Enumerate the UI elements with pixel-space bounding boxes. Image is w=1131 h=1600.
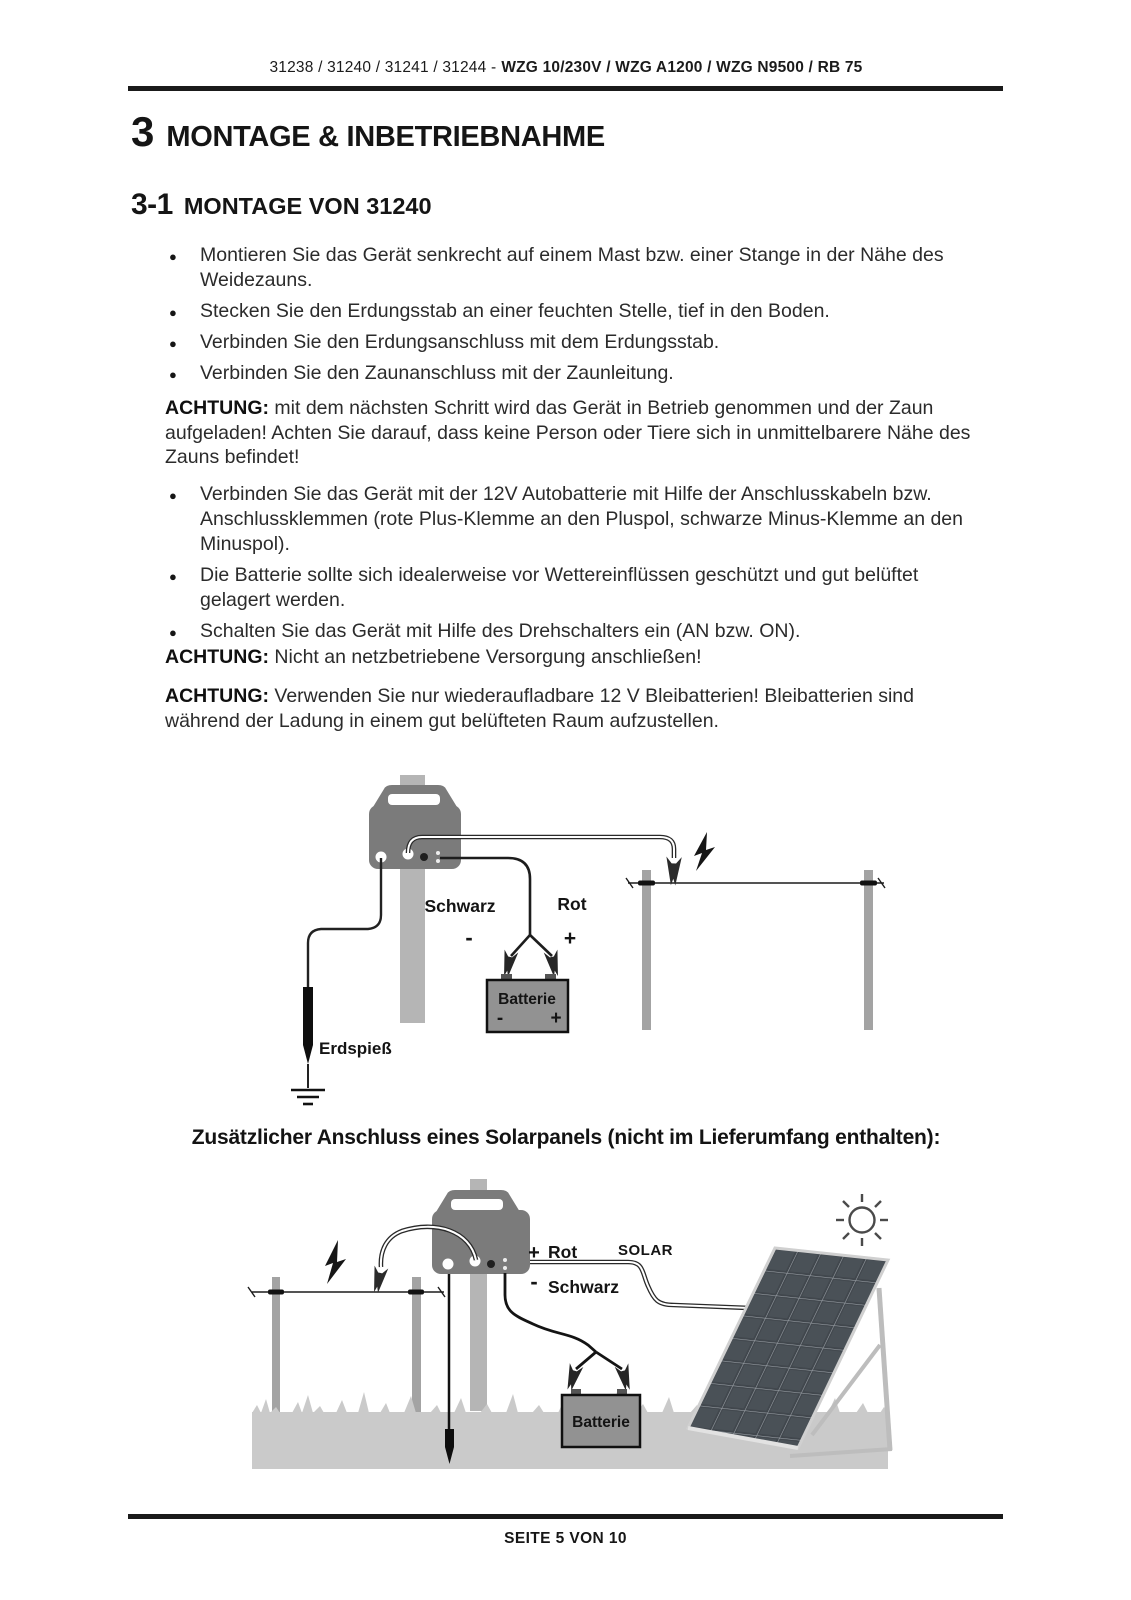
- list-item: ● Die Batterie sollte sich idealerweise v…: [165, 563, 970, 613]
- bullet-icon: ●: [169, 336, 177, 351]
- battery-wire: [440, 856, 553, 957]
- battery-clamp-icon: [499, 949, 519, 978]
- warning-text: mit dem nächsten Schritt wird das Gerät …: [165, 397, 971, 468]
- energizer-device: [432, 1190, 530, 1274]
- red-wire-label: Rot: [557, 894, 586, 914]
- header-model-numbers: 31238 / 31240 / 31241 / 31244 -: [269, 59, 497, 76]
- list-item: ● Verbinden Sie den Zaunanschluss mit der…: [165, 361, 960, 386]
- solar-panel: [685, 1246, 893, 1458]
- list-item: ● Montieren Sie das Gerät senkrecht auf e…: [165, 243, 960, 293]
- list-item: ● Schalten Sie das Gerät mit Hilfe des Dr…: [165, 619, 970, 644]
- battery-installation-diagram: Batterie - + Schwarz - Rot + Erdspieß: [270, 757, 920, 1117]
- bullet-icon: ●: [169, 367, 177, 382]
- insulator-icon: [268, 1289, 284, 1295]
- warning-power-on: ACHTUNG: mit dem nächsten Schritt wird d…: [165, 396, 980, 470]
- energizer-device: [369, 785, 461, 869]
- black-wire-label: Schwarz: [548, 1277, 619, 1297]
- battery-diagram-svg: Batterie - + Schwarz - Rot + Erdspieß: [291, 775, 886, 1106]
- ground-rod-label: Erdspieß: [319, 1039, 392, 1058]
- bullet-icon: ●: [169, 305, 177, 320]
- ground-rod: [291, 987, 325, 1106]
- fence: [247, 1277, 446, 1447]
- warning-label: ACHTUNG:: [165, 646, 269, 668]
- fence-wire: [405, 834, 677, 858]
- fence-wire: [378, 1224, 479, 1268]
- fence: [625, 870, 886, 1030]
- battery-label: Batterie: [572, 1414, 630, 1431]
- page-number: SEITE 5 VON 10: [504, 1530, 627, 1547]
- bullet-icon: ●: [169, 488, 177, 503]
- section-title: 3-1 MONTAGE VON 31240: [131, 188, 432, 222]
- warning-mains: ACHTUNG: Nicht an netzbetriebene Versorg…: [165, 645, 995, 670]
- solar-label: SOLAR: [618, 1242, 673, 1259]
- insulator-icon: [638, 880, 655, 886]
- solar-wire: [528, 1259, 776, 1312]
- mounting-steps-list: ● Montieren Sie das Gerät senkrecht auf e…: [165, 243, 960, 392]
- fence-clamp-icon: [369, 1265, 389, 1294]
- minus-sign: -: [465, 925, 472, 950]
- fence-terminal: [402, 848, 414, 860]
- battery-plus-label: +: [550, 1008, 561, 1029]
- solar-diagram-svg: Batterie + Rot SOLAR - Schwarz: [247, 1179, 893, 1469]
- ground-rod: [445, 1271, 454, 1464]
- bullet-icon: ●: [169, 569, 177, 584]
- warning-label: ACHTUNG:: [165, 397, 269, 419]
- list-item-text: Schalten Sie das Gerät mit Hilfe des Dre…: [200, 620, 801, 642]
- warning-label: ACHTUNG:: [165, 685, 269, 707]
- warning-battery-type: ACHTUNG: Verwenden Sie nur wiederaufladb…: [165, 684, 985, 733]
- battery-wire: [503, 1273, 623, 1371]
- battery: Batterie: [560, 1389, 642, 1449]
- battery-clamp-icon: [562, 1363, 584, 1392]
- ground-wire: [306, 858, 383, 989]
- list-item-text: Verbinden Sie den Zaunanschluss mit der …: [200, 362, 674, 384]
- chapter-title: 3 MONTAGE & INBETRIEBNAHME: [131, 108, 605, 156]
- header-model-names: WZG 10/230V / WZG A1200 / WZG N9500 / RB…: [501, 59, 863, 76]
- solar-section-heading: Zusätzlicher Anschluss eines Solarpanels…: [191, 1126, 941, 1149]
- red-wire-label: Rot: [548, 1242, 577, 1262]
- page-header: 31238 / 31240 / 31241 / 31244 -WZG 10/23…: [130, 59, 1002, 77]
- rotary-switch-icon: [420, 853, 428, 861]
- plus-sign: +: [528, 1242, 540, 1264]
- section-label: MONTAGE VON 31240: [183, 193, 432, 219]
- minus-sign: -: [530, 1269, 537, 1294]
- list-item-text: Montieren Sie das Gerät senkrecht auf ei…: [200, 244, 944, 291]
- insulator-icon: [408, 1289, 424, 1295]
- section-number: 3-1: [131, 188, 173, 221]
- list-item: ● Verbinden Sie den Erdungsanschluss mit …: [165, 330, 960, 355]
- list-item: ● Stecken Sie den Erdungsstab an einer fe…: [165, 299, 960, 324]
- solar-installation-diagram: Batterie + Rot SOLAR - Schwarz: [230, 1163, 910, 1483]
- bullet-icon: ●: [169, 249, 177, 264]
- fence-clamp-icon: [665, 856, 682, 886]
- plus-sign: +: [564, 927, 576, 950]
- warning-text: Nicht an netzbetriebene Versorgung ansch…: [274, 646, 702, 668]
- ground-terminal: [442, 1258, 454, 1270]
- device-body: [432, 1210, 530, 1274]
- warning-text: Verwenden Sie nur wiederaufladbare 12 V …: [165, 685, 914, 732]
- list-item-text: Verbinden Sie das Gerät mit der 12V Auto…: [200, 483, 963, 555]
- footer-divider: [128, 1514, 1003, 1519]
- insulator-icon: [860, 880, 877, 886]
- battery-minus-label: -: [497, 1008, 503, 1029]
- battery-clamp-icon: [543, 949, 563, 978]
- list-item-text: Stecken Sie den Erdungsstab an einer feu…: [200, 300, 830, 322]
- list-item-text: Verbinden Sie den Erdungsanschluss mit d…: [200, 331, 720, 353]
- list-item: ● Verbinden Sie das Gerät mit der 12V Aut…: [165, 482, 970, 557]
- bullet-icon: ●: [169, 625, 177, 640]
- black-wire-label: Schwarz: [425, 896, 496, 916]
- lightning-icon: [694, 832, 715, 871]
- ground-terminal: [375, 851, 387, 863]
- sun-icon: [836, 1194, 888, 1246]
- chapter-number: 3: [131, 108, 154, 155]
- battery-label: Batterie: [498, 991, 556, 1008]
- header-divider: [128, 86, 1003, 91]
- battery-steps-list: ● Verbinden Sie das Gerät mit der 12V Aut…: [165, 482, 970, 650]
- battery: Batterie - +: [485, 974, 570, 1034]
- lightning-icon: [325, 1240, 346, 1284]
- list-item-text: Die Batterie sollte sich idealerweise vo…: [200, 564, 919, 611]
- chapter-label: MONTAGE & INBETRIEBNAHME: [166, 121, 605, 153]
- rotary-switch-icon: [487, 1260, 495, 1268]
